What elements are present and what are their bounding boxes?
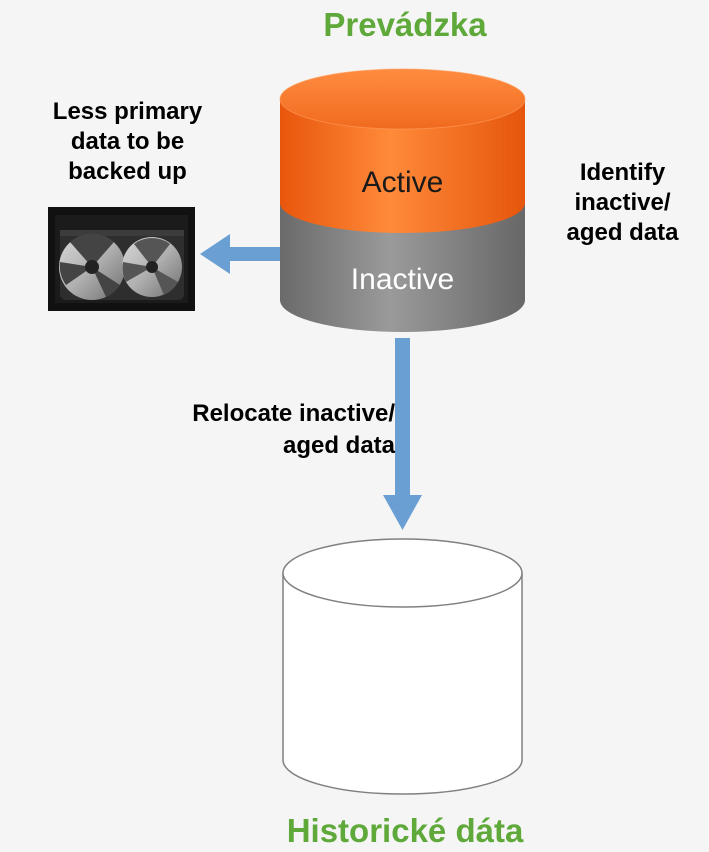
cylinder-top bbox=[280, 69, 525, 129]
identify-label: Identify inactive/ aged data bbox=[540, 158, 705, 248]
operational-database-cylinder bbox=[279, 68, 526, 332]
relocate-line: aged data bbox=[282, 432, 395, 459]
relocate-label: Relocate inactive/ aged data bbox=[95, 398, 395, 462]
active-segment bbox=[280, 99, 525, 233]
backup-arrow bbox=[200, 234, 280, 274]
identify-line: inactive/ bbox=[574, 189, 671, 216]
historical-database-cylinder bbox=[282, 538, 523, 795]
less-primary-line: data to be bbox=[70, 128, 185, 155]
less-primary-label: Less primary data to be backed up bbox=[15, 97, 240, 187]
tape-reels-icon bbox=[48, 207, 195, 311]
identify-line: aged data bbox=[566, 219, 679, 246]
inactive-segment bbox=[280, 203, 525, 332]
active-label: Active bbox=[361, 166, 444, 199]
inactive-label: Inactive bbox=[350, 263, 455, 296]
less-primary-line: Less primary bbox=[52, 98, 203, 125]
relocate-arrow bbox=[383, 338, 422, 530]
relocate-line: Relocate inactive/ bbox=[192, 400, 395, 427]
historical-data-title: Historické dáta bbox=[286, 812, 524, 849]
less-primary-line: backed up bbox=[68, 158, 187, 185]
operations-title: Prevádzka bbox=[323, 6, 487, 43]
identify-line: Identify bbox=[579, 159, 666, 186]
